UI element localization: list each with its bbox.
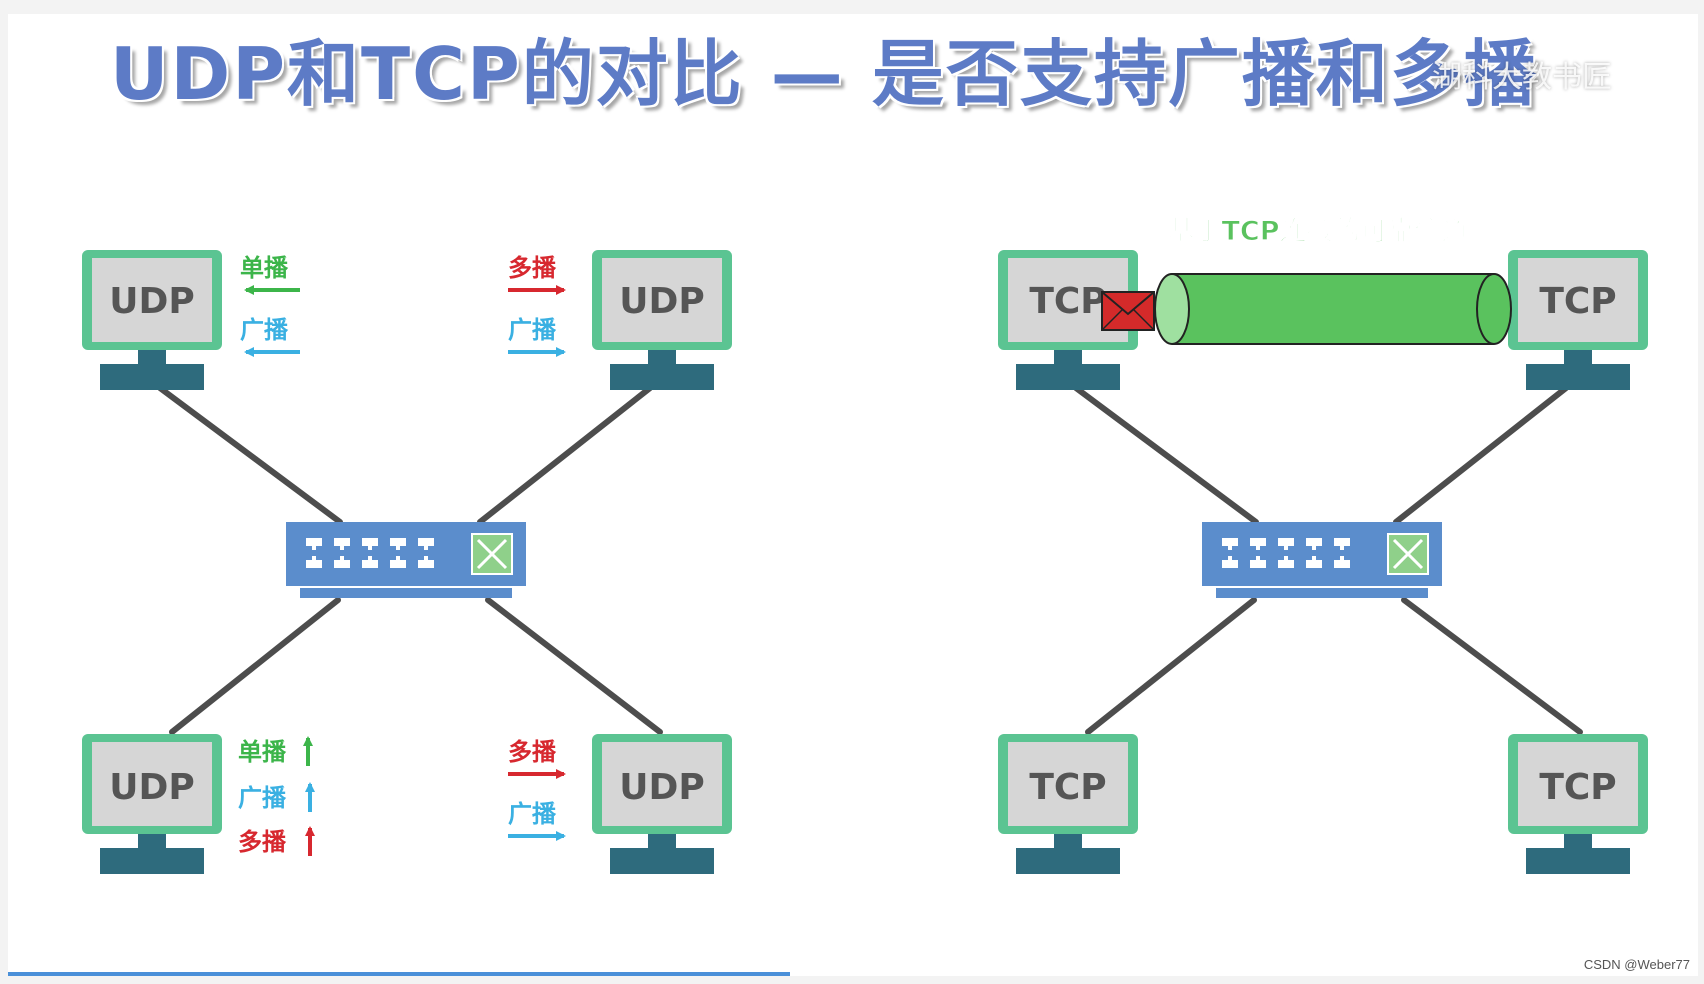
tcp-link-top-left xyxy=(1073,385,1259,525)
tcp-host-top-right: TCP xyxy=(1508,250,1648,390)
udp-host-label: UDP xyxy=(619,767,705,808)
multicast-label: 多播 xyxy=(238,828,287,856)
video-watermark: 湖科大教书匠 xyxy=(1432,60,1612,95)
udp-link-bottom-right xyxy=(485,597,663,735)
tcp-host-bottom-left: TCP xyxy=(998,734,1138,874)
tcp-channel-label: 基于TCP连接的可靠信道 xyxy=(1167,215,1468,247)
tcp-host-label: TCP xyxy=(1539,767,1616,808)
csdn-credit: CSDN @Weber77 xyxy=(1583,957,1690,972)
slide xyxy=(8,14,1698,976)
tcp-link-bottom-right xyxy=(1401,597,1583,735)
video-progress-bar[interactable] xyxy=(8,972,790,976)
multicast-label: 多播 xyxy=(508,254,557,282)
udp-link-top-left xyxy=(157,385,343,525)
unicast-label: 单播 xyxy=(240,254,289,282)
multicast-label: 多播 xyxy=(508,738,557,766)
tcp-links xyxy=(1073,385,1583,735)
udp-link-top-right xyxy=(477,385,653,525)
envelope-icon xyxy=(1101,291,1155,331)
udp-link-bottom-left xyxy=(169,597,341,735)
udp-labels-top-left: 单播 广播 xyxy=(240,254,300,357)
slide-title: UDP和TCP的对比 — 是否支持广播和多播 xyxy=(110,32,1538,116)
tcp-host-label: TCP xyxy=(1029,281,1106,322)
udp-host-bottom-right: UDP xyxy=(592,734,732,874)
tcp-switch xyxy=(1202,522,1442,598)
unicast-label: 单播 xyxy=(238,738,287,766)
udp-host-label: UDP xyxy=(109,281,195,322)
broadcast-label: 广播 xyxy=(238,784,287,812)
tcp-host-label: TCP xyxy=(1029,767,1106,808)
tcp-host-bottom-right: TCP xyxy=(1508,734,1648,874)
udp-host-top-right: UDP xyxy=(592,250,732,390)
tcp-host-label: TCP xyxy=(1539,281,1616,322)
udp-host-top-left: UDP xyxy=(82,250,222,390)
udp-labels-bottom-right: 多播 广播 xyxy=(508,738,566,841)
broadcast-label: 广播 xyxy=(508,800,557,828)
udp-host-bottom-left: UDP xyxy=(82,734,222,874)
tcp-reliable-channel xyxy=(1154,273,1512,345)
udp-labels-top-right: 多播 广播 xyxy=(508,254,566,357)
tcp-link-bottom-left xyxy=(1085,597,1257,735)
udp-host-label: UDP xyxy=(109,767,195,808)
udp-labels-bottom-left: 单播 广播 多播 xyxy=(238,736,315,856)
broadcast-label: 广播 xyxy=(240,316,289,344)
tcp-link-top-right xyxy=(1393,385,1569,525)
udp-host-label: UDP xyxy=(619,281,705,322)
broadcast-label: 广播 xyxy=(508,316,557,344)
udp-links xyxy=(157,385,663,735)
udp-switch xyxy=(286,522,526,598)
